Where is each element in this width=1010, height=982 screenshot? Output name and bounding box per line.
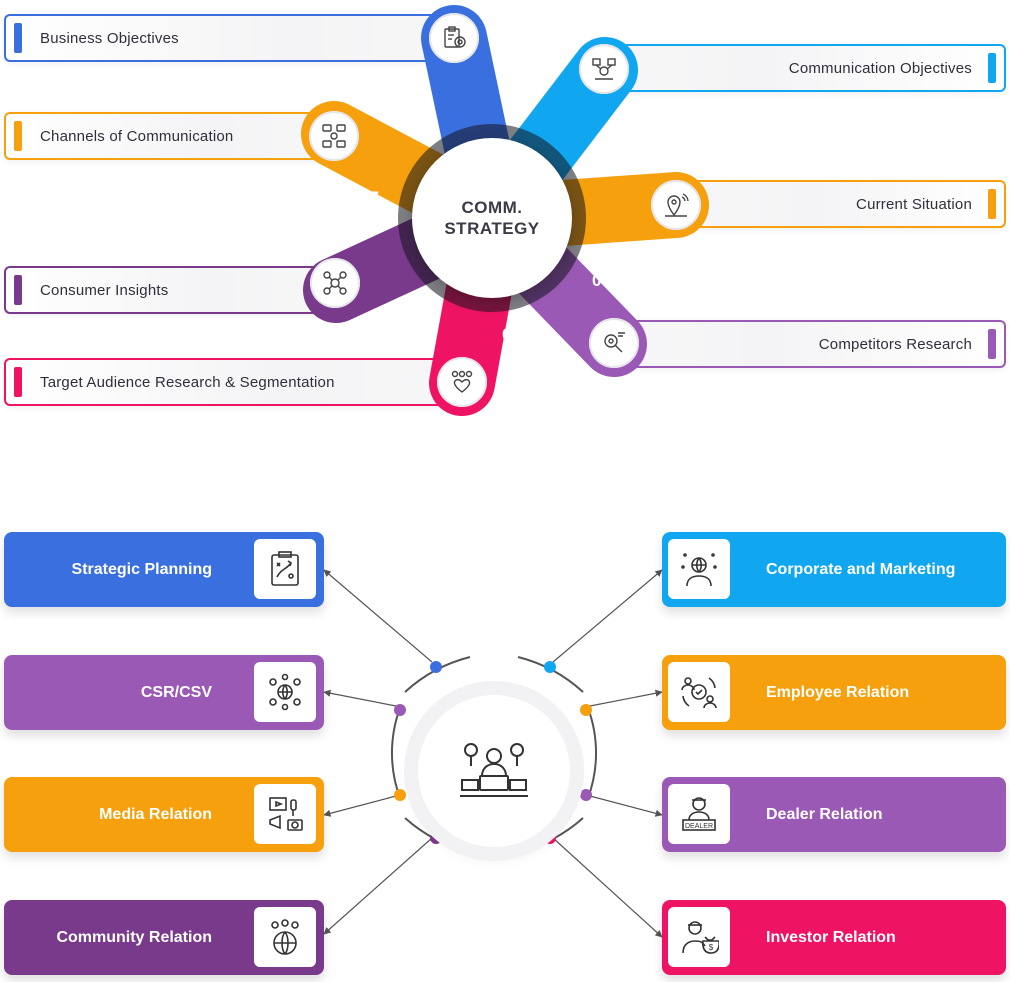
card-employee-relation: Employee Relation <box>662 655 1006 730</box>
step-07-color-bar <box>14 121 22 151</box>
social-media-manager-icon <box>460 743 528 797</box>
arrow-csr-csv <box>323 689 397 707</box>
step-03-label-box: Current Situation <box>690 180 1006 228</box>
research-magnifier-icon <box>589 318 639 368</box>
step-02-label-box: Communication Objectives <box>600 44 1006 92</box>
card-icon-box <box>254 539 316 599</box>
card-title: Employee Relation <box>766 683 910 701</box>
card-icon-box <box>254 907 316 967</box>
step-03-label: Current Situation <box>856 195 972 213</box>
step-06-label-box: Consumer Insights <box>4 266 344 314</box>
dot-community-relation <box>430 832 442 844</box>
card-dealer-relation: DEALER Dealer Relation <box>662 777 1006 852</box>
step-03-color-bar <box>988 189 996 219</box>
step-05-color-bar <box>14 367 22 397</box>
card-title: Dealer Relation <box>766 805 883 823</box>
step-06-color-bar <box>14 275 22 305</box>
arrow-corporate-marketing <box>552 569 663 663</box>
card-corporate-marketing: Corporate and Marketing <box>662 532 1006 607</box>
step-04-label: Competitors Research <box>818 335 972 353</box>
strategy-board-icon <box>271 551 299 586</box>
card-csr-csv: CSR/CSV <box>4 655 324 730</box>
step-04-color-bar <box>988 329 996 359</box>
card-title: CSR/CSV <box>140 683 212 701</box>
card-media-relation: Media Relation <box>4 777 324 852</box>
card-icon-box: $ <box>668 907 730 967</box>
card-title: Corporate and Marketing <box>766 560 956 578</box>
card-investor-relation: $ Investor Relation <box>662 900 1006 975</box>
step-02-color-bar <box>988 53 996 83</box>
step-05-label-box: Target Audience Research & Segmentation <box>4 358 464 406</box>
insights-social-icon <box>310 258 360 308</box>
card-community-relation: Community Relation <box>4 900 324 975</box>
step-02-label: Communication Objectives <box>788 59 972 77</box>
arrow-investor-relation <box>552 837 663 938</box>
step-05-number: 05 <box>502 325 521 344</box>
relations-center <box>418 695 570 847</box>
map-pin-signal-icon <box>651 180 701 230</box>
businessman-globe-icon <box>681 553 717 587</box>
card-icon-box <box>668 539 730 599</box>
network-ideas-icon <box>579 44 629 94</box>
step-07-label-box: Channels of Communication <box>4 112 344 160</box>
ring-arc-left <box>390 707 401 799</box>
step-01-number: 01 <box>415 104 434 123</box>
step-03-number: 03 <box>599 153 618 172</box>
card-strategic-planning: Strategic Planning <box>4 532 324 607</box>
step-04-number: 04 <box>592 271 611 290</box>
card-title: Community Relation <box>56 928 212 946</box>
step-07-number: 07 <box>360 188 379 207</box>
svg-text:$: $ <box>709 943 714 952</box>
clipboard-target-icon <box>429 13 479 63</box>
hub-title-line1: COMM. <box>461 198 523 217</box>
card-title: Strategic Planning <box>71 560 212 578</box>
arrow-media-relation <box>323 795 397 817</box>
audience-heart-icon <box>437 357 487 407</box>
step-04-label-box: Competitors Research <box>620 320 1006 368</box>
ring-arc-right <box>587 707 598 799</box>
global-people-icon <box>269 673 301 711</box>
card-icon-box: DEALER <box>668 784 730 844</box>
card-title: Media Relation <box>99 805 212 823</box>
dot-strategic-planning <box>430 661 442 673</box>
strategy-hub: COMM. STRATEGY <box>412 138 572 298</box>
step-07-label: Channels of Communication <box>40 127 234 145</box>
community-globe-icon <box>271 919 299 955</box>
step-05-label: Target Audience Research & Segmentation <box>40 373 335 391</box>
arrow-strategic-planning <box>323 569 433 663</box>
step-06-label: Consumer Insights <box>40 281 169 299</box>
dot-media-relation <box>394 789 406 801</box>
step-01-label: Business Objectives <box>40 29 179 47</box>
channels-icon <box>309 111 359 161</box>
card-icon-box <box>254 784 316 844</box>
step-06-number: 06 <box>397 293 416 312</box>
relations-connectors <box>323 569 663 938</box>
hub-title-line2: STRATEGY <box>444 219 540 238</box>
step-02-number: 02 <box>510 89 529 108</box>
step-01-color-bar <box>14 23 22 53</box>
dot-corporate-marketing <box>544 661 556 673</box>
step-01-label-box: Business Objectives <box>4 14 474 62</box>
dot-dealer-relation <box>580 789 592 801</box>
employee-cycle-icon <box>681 677 717 709</box>
dealer-sign-icon: DEALER <box>682 797 716 831</box>
investor-money-icon: $ <box>682 921 719 954</box>
card-icon-box <box>254 662 316 722</box>
media-megaphone-icon <box>269 797 303 831</box>
dot-csr-csv <box>394 704 406 716</box>
dot-employee-relation <box>580 704 592 716</box>
svg-text:DEALER: DEALER <box>685 823 713 830</box>
card-icon-box <box>668 662 730 722</box>
arrow-dealer-relation <box>589 795 663 817</box>
dot-investor-relation <box>544 832 556 844</box>
card-title: Investor Relation <box>766 928 896 946</box>
arrow-community-relation <box>323 837 433 935</box>
arrow-employee-relation <box>589 689 663 707</box>
